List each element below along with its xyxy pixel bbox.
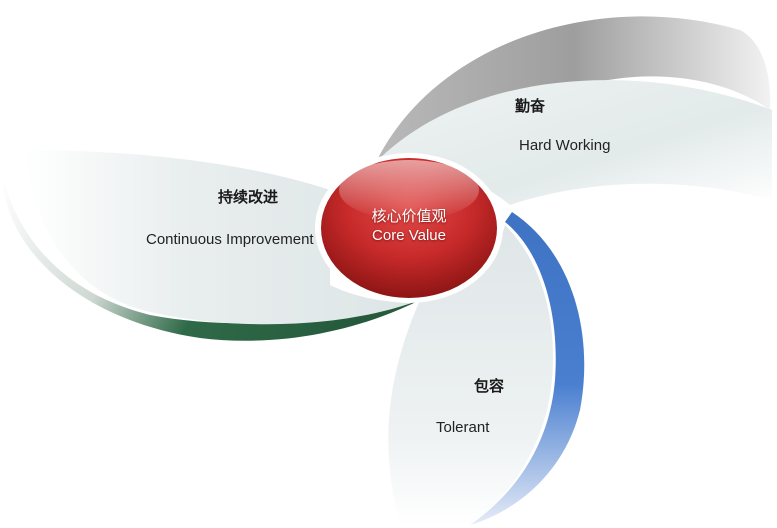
petal-continuous-improvement bbox=[2, 150, 420, 341]
core-value-ball bbox=[315, 153, 503, 303]
petal-hard-working-body bbox=[378, 80, 772, 205]
petal-continuous-improvement-subtitle: Continuous Improvement bbox=[146, 231, 314, 248]
petal-hard-working bbox=[378, 16, 772, 205]
petal-tolerant-arc bbox=[470, 212, 585, 525]
core-value-title-en: Core Value bbox=[372, 227, 446, 244]
core-value-ball-shine bbox=[339, 160, 479, 220]
petal-continuous-improvement-title: 持续改进 bbox=[218, 188, 279, 206]
petal-hard-working-subtitle: Hard Working bbox=[519, 137, 611, 154]
petal-continuous-improvement-body bbox=[25, 150, 420, 325]
petal-tolerant-subtitle: Tolerant bbox=[436, 419, 490, 436]
core-value-title-zh: 核心价值观 bbox=[371, 207, 447, 225]
petal-tolerant-title: 包容 bbox=[474, 377, 505, 395]
petal-hard-working-title: 勤奋 bbox=[515, 97, 546, 115]
